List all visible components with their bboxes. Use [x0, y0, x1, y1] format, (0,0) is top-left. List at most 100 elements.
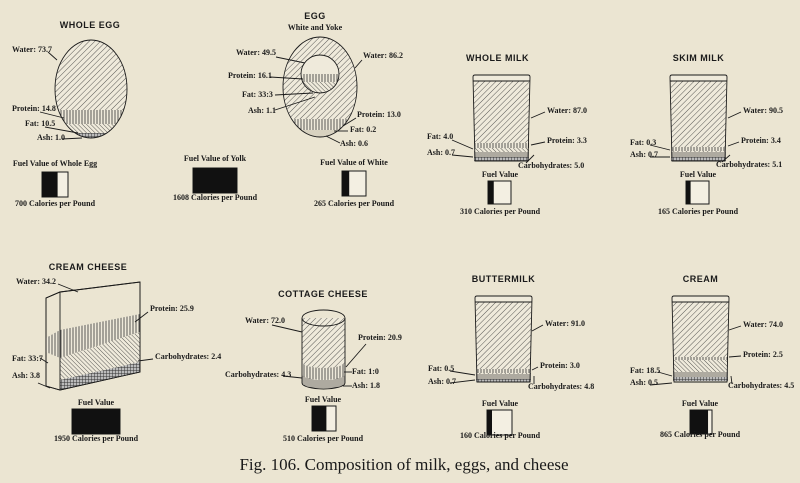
fuel-title: Fuel Value — [482, 399, 519, 408]
arrow-icon — [325, 135, 341, 144]
label-text: Protein: 20.9 — [358, 333, 402, 342]
component-label: Protein: 3.0 — [531, 361, 580, 371]
arrow-icon — [134, 311, 149, 323]
arrow-icon — [451, 154, 474, 158]
component-label: Water: 34.2 — [16, 277, 79, 293]
panel-title: BUTTERMILK — [472, 274, 536, 284]
label-text: Ash: 0.7 — [630, 150, 658, 159]
fuel-title: Fuel Value — [78, 398, 115, 407]
label-text: Fat: 0.3 — [630, 138, 656, 147]
label-text: Water: 86.2 — [363, 51, 403, 60]
label-text: Carbohydrates: 4.5 — [728, 381, 794, 390]
fuel-title: Fuel Value of White — [320, 158, 388, 167]
label-text: Fat: 4.0 — [427, 132, 453, 141]
label-text: Carbohydrates: 4.8 — [528, 382, 594, 391]
arrow-icon — [345, 343, 367, 368]
component-label: Fat: 0.2 — [334, 125, 376, 134]
arrow-icon — [39, 111, 65, 119]
label-text: Protein: 14.8 — [12, 104, 56, 113]
component-label: Water: 72.0 — [245, 316, 303, 333]
component-label: Ash: 0.6 — [325, 135, 368, 148]
fuel-title: Fuel Value of Whole Egg — [13, 159, 97, 168]
label-text: Fat: 33:3 — [242, 90, 273, 99]
component-label: Protein: 14.8 — [12, 104, 65, 119]
arrow-icon — [449, 379, 476, 384]
label-text: Fat: 33:7 — [12, 354, 43, 363]
cream-cheese-title: CREAM CHEESE — [49, 262, 128, 272]
label-text: Protein: 3.0 — [540, 361, 580, 370]
label-text: Fat: 10.5 — [25, 119, 55, 128]
component-label: Water: 73.7 — [12, 45, 58, 61]
arrow-icon — [61, 137, 83, 140]
label-text: Protein: 25.9 — [150, 304, 194, 313]
component-label: Protein: 3.3 — [530, 136, 587, 146]
component-label: Ash: 1.0 — [37, 133, 83, 142]
component-label: Protein: 25.9 — [134, 304, 194, 323]
label-text: Protein: 13.0 — [357, 110, 401, 119]
component-label: Carbohydrates: 2.4 — [137, 352, 221, 362]
arrow-icon — [47, 51, 58, 61]
label-text: Water: 34.2 — [16, 277, 56, 286]
egg-subtitle: White and Yoke — [288, 23, 343, 32]
label-text: Water: 72.0 — [245, 316, 285, 325]
label-text: Fat: 0.2 — [350, 125, 376, 134]
component-label: Water: 86.2 — [354, 51, 403, 69]
fuel-calories: 865 Calories per Pound — [660, 430, 741, 439]
arrow-icon — [57, 283, 79, 293]
component-label: Fat: 33:3 — [242, 90, 314, 99]
arrow-icon — [269, 76, 304, 80]
glass-whole-milk: WHOLE MILK — [466, 53, 531, 162]
component-label: Fat: 0.5 — [428, 364, 476, 376]
fuel-title: Fuel Value — [482, 170, 519, 179]
label-text: Fat: 1:0 — [352, 367, 379, 376]
cottage-cheese-title: COTTAGE CHEESE — [278, 289, 368, 299]
fuel-calories: 1950 Calories per Pound — [54, 434, 139, 443]
component-label: Ash: 0.7 — [427, 148, 474, 158]
label-text: Fat: 0.5 — [428, 364, 454, 373]
component-label: Carbohydrates: 5.0 — [518, 154, 584, 170]
fuel-value: Fuel Value of Whole Egg 700 Calories per … — [13, 159, 97, 208]
fuel-fill — [42, 172, 58, 197]
arrow-icon — [649, 144, 671, 151]
fuel-title: Fuel Value — [305, 395, 342, 404]
arrow-icon — [728, 355, 742, 358]
arrow-icon — [525, 154, 535, 164]
arrow-icon — [727, 141, 740, 147]
label-text: Water: 87.0 — [547, 106, 587, 115]
fuel-calories: 700 Calories per Pound — [15, 199, 96, 208]
arrow-icon — [37, 382, 51, 389]
fuel-fill — [690, 410, 709, 434]
label-text: Water: 91.0 — [545, 319, 585, 328]
arrow-icon — [44, 126, 79, 134]
label-text: Water: 73.7 — [12, 45, 52, 54]
cream-cheese-panel: CREAM CHEESE — [45, 262, 141, 391]
arrow-icon — [730, 375, 733, 385]
component-label: Water: 90.5 — [727, 106, 783, 119]
label-text: Ash: 0.7 — [428, 377, 456, 386]
arrow-icon — [342, 117, 357, 127]
fuel-fill — [193, 168, 237, 193]
arrow-icon — [530, 111, 546, 119]
component-label: Carbohydrates: 4.3 — [225, 370, 303, 379]
component-label: Protein: 3.4 — [727, 136, 781, 147]
label-text: Water: 90.5 — [743, 106, 783, 115]
arrow-icon — [275, 56, 306, 64]
component-label: Carbohydrates: 5.1 — [716, 154, 782, 169]
component-label: Fat: 18.5 — [630, 366, 673, 377]
arrow-icon — [451, 139, 474, 150]
arrow-icon — [649, 382, 673, 386]
whole-egg-shape — [55, 40, 127, 138]
fuel-fill — [312, 406, 327, 431]
arrow-icon — [530, 141, 546, 146]
egg-title: EGG — [304, 11, 326, 21]
component-label: Water: 87.0 — [530, 106, 587, 119]
component-label: Protein: 16.1 — [228, 71, 304, 80]
component-label: Fat: 4.0 — [427, 132, 474, 150]
component-label: Fat: 0.3 — [630, 138, 671, 151]
label-text: Ash: 1.8 — [352, 381, 380, 390]
label-text: Ash: 0.7 — [427, 148, 455, 157]
arrow-icon — [271, 324, 303, 333]
label-text: Protein: 3.3 — [547, 136, 587, 145]
